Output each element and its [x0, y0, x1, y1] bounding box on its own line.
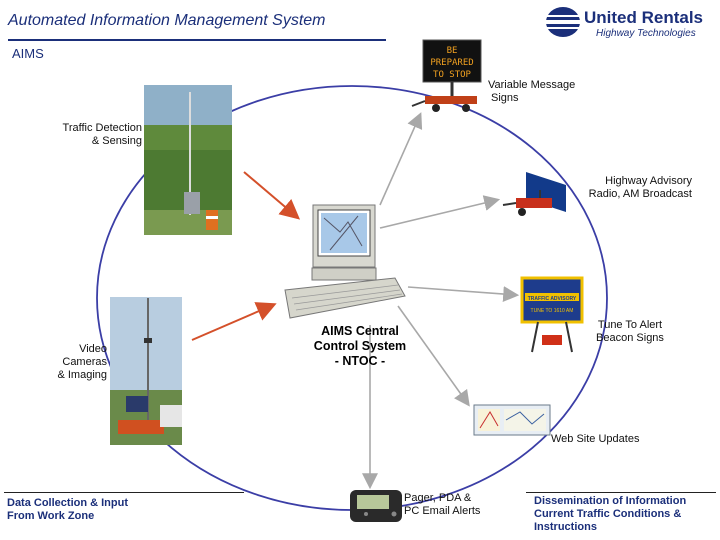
svg-text:BE: BE [447, 46, 458, 56]
output-arrow-web [397, 305, 470, 407]
footer-right-divider [526, 492, 716, 493]
traffic-detection-photo [144, 85, 232, 235]
output-arrow-har [379, 195, 501, 229]
svg-text:TUNE TO 1610 AM: TUNE TO 1610 AM [531, 308, 574, 314]
footer-left-divider [4, 492, 244, 493]
central-computer-icon [284, 204, 406, 319]
united-rentals-logo-icon [546, 7, 580, 37]
pager-device-icon [350, 490, 402, 522]
svg-text:TRAFFIC ADVISORY: TRAFFIC ADVISORY [528, 296, 577, 302]
title-divider [8, 39, 386, 41]
variable-message-sign-icon: BE PREPARED TO STOP [411, 39, 482, 112]
highway-advisory-radio-icon [502, 172, 566, 216]
page-title: Automated Information Management System [8, 12, 326, 29]
label-central-control-system: AIMS Central Control System - NTOC - [313, 324, 407, 368]
input-arrow-traffic-detection [243, 171, 301, 220]
logo-brand: United Rentals [584, 8, 703, 27]
page-subtitle: AIMS [12, 46, 44, 61]
input-arrow-video [191, 302, 277, 341]
label-pager-alerts: Pager, PDA &PC Email Alerts [404, 492, 481, 517]
svg-text:PREPARED: PREPARED [430, 58, 473, 68]
output-arrow-vms [379, 112, 423, 206]
label-traffic-detection: Traffic Detection& Sensing [62, 122, 142, 147]
video-camera-photo [110, 297, 182, 445]
web-site-thumbnail-icon [473, 404, 551, 436]
output-arrow-beacon [407, 286, 520, 303]
svg-text:TO STOP: TO STOP [433, 70, 472, 80]
logo-division: Highway Technologies [596, 28, 696, 39]
label-web-site-updates: Web Site Updates [551, 433, 640, 445]
beacon-sign-icon: TRAFFIC ADVISORY TUNE TO 1610 AM [520, 276, 584, 353]
